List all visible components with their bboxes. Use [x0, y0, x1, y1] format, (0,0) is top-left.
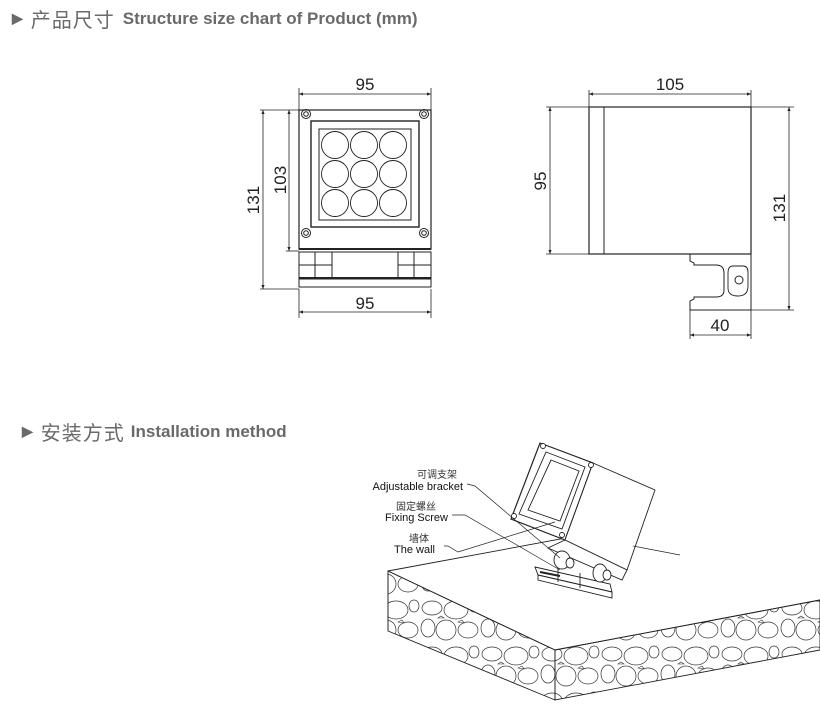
callout-fixing-screw: 固定螺丝 Fixing Screw [385, 500, 448, 524]
dim-side-height-body: 95 [531, 172, 550, 191]
led-lens [350, 131, 378, 159]
dim-side-depth: 105 [656, 75, 684, 94]
side-view-drawing [546, 90, 794, 339]
fixture-3d [510, 442, 656, 581]
heading-zh: 安装方式 [40, 421, 125, 445]
led-lens [379, 189, 407, 217]
label-zh: 固定螺丝 [396, 500, 436, 513]
label-en: Adjustable bracket [373, 481, 464, 493]
callout-the-wall: 墙体 The wall [394, 532, 435, 556]
side-bracket [689, 254, 752, 311]
led-lens [379, 160, 407, 188]
dim-side-bracket-width: 40 [711, 316, 730, 335]
dim-front-width-top: 95 [356, 75, 375, 94]
dim-front-height-total: 131 [244, 186, 263, 214]
dim-front-height-body: 103 [271, 166, 290, 194]
label-zh: 可调支架 [417, 469, 457, 481]
callout-lines [444, 483, 681, 571]
side-housing [588, 106, 752, 255]
triangle-marker-icon: ▶ [22, 423, 33, 439]
wall-block [387, 526, 820, 701]
section-heading-size: ▶ 产品尺寸 Structure size chart of Product (… [12, 4, 418, 33]
led-lens [350, 160, 378, 188]
dim-side-height-total: 131 [770, 194, 789, 222]
led-lens [321, 189, 349, 217]
triangle-marker-icon: ▶ [12, 10, 23, 26]
dim-front-width-bottom: 95 [356, 294, 375, 313]
heading-zh: 产品尺寸 [30, 8, 115, 32]
label-en: Fixing Screw [385, 512, 448, 524]
led-lens [379, 131, 407, 159]
label-en: The wall [394, 544, 435, 556]
callout-adjustable-bracket: 可调支架 Adjustable bracket [373, 469, 464, 493]
front-bracket [298, 251, 432, 288]
pivot-hole-icon [734, 275, 744, 285]
installation-illustration [387, 442, 820, 701]
label-zh: 墙体 [409, 532, 429, 545]
heading-en: Installation method [130, 421, 287, 441]
led-lens [321, 131, 349, 159]
heading-en: Structure size chart of Product (mm) [122, 8, 418, 28]
front-bezel [310, 120, 420, 228]
bracket-3d [534, 550, 613, 599]
section-heading-install: ▶ 安装方式 Installation method [22, 417, 287, 446]
front-view-drawing [260, 88, 432, 318]
led-array [321, 131, 407, 217]
front-dimensions [260, 88, 432, 318]
side-dimensions [546, 90, 794, 339]
corner-screw-icons [301, 109, 429, 238]
lens-window [318, 128, 412, 221]
led-lens [350, 189, 378, 217]
led-lens [321, 160, 349, 188]
